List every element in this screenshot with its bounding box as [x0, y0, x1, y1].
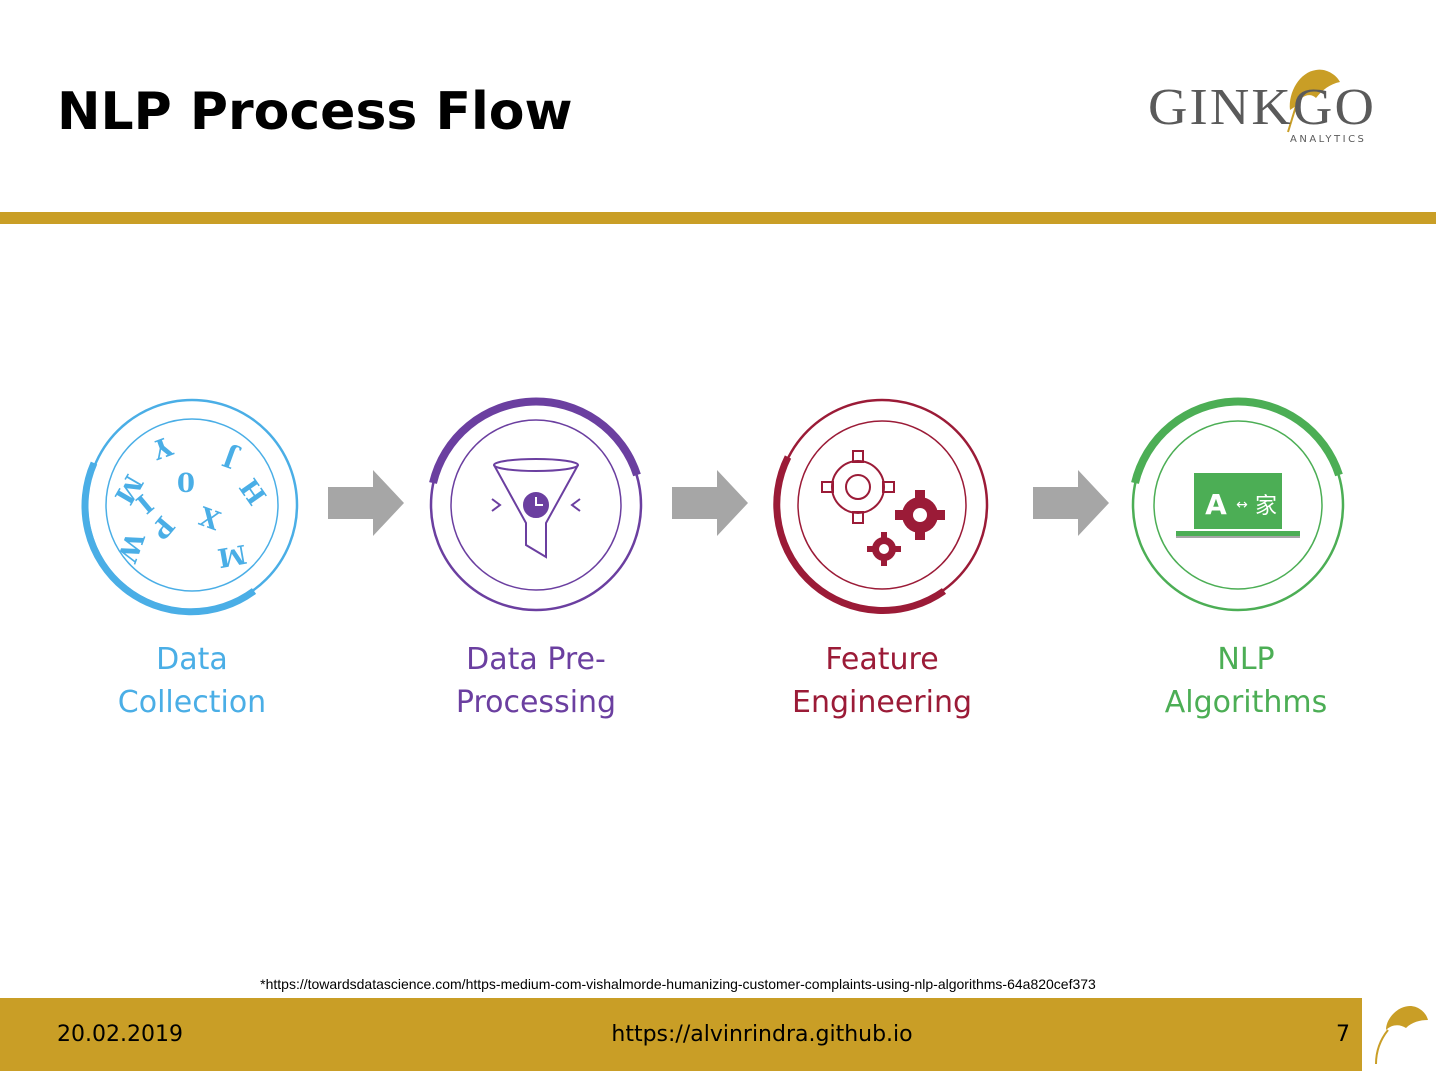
logo-wordmark: GINKGO	[1148, 79, 1376, 136]
slide-title: NLP Process Flow	[57, 82, 573, 142]
svg-text:M: M	[215, 538, 249, 573]
svg-text:X: X	[195, 499, 225, 534]
flow-arrow-2	[672, 470, 748, 536]
flow-arrow-1	[328, 470, 404, 536]
flow-arrow-3	[1033, 470, 1109, 536]
svg-text:家: 家	[1255, 494, 1277, 519]
step-label-data-collection: Data Collection	[117, 642, 267, 720]
page-number: 7	[1336, 1022, 1350, 1047]
process-flow-graphics: Y J H M 0 X P I W M	[81, 397, 1345, 616]
svg-text:↔: ↔	[1236, 497, 1248, 513]
gears-icon	[821, 450, 945, 566]
svg-text:H: H	[235, 472, 274, 509]
svg-text:0: 0	[177, 466, 195, 496]
translation-laptop-icon: A ↔ 家	[1176, 473, 1300, 538]
step-nlp-algorithms-icon: A ↔ 家	[1131, 397, 1345, 612]
funnel-icon	[491, 458, 581, 559]
step-data-collection-icon: Y J H M 0 X P I W M	[81, 398, 299, 616]
footer-url: https://alvinrindra.github.io	[611, 1022, 913, 1047]
step-feature-engineering-icon	[773, 398, 989, 614]
process-flow-diagram: Y J H M 0 X P I W M	[0, 380, 1436, 740]
svg-text:J: J	[219, 441, 243, 474]
source-footnote: *https://towardsdatascience.com/https-me…	[260, 976, 1096, 992]
header-divider	[0, 212, 1436, 224]
svg-text:A: A	[1205, 488, 1227, 521]
svg-text:W: W	[111, 527, 150, 566]
step-label-data-preprocessing: Data Pre- Processing	[455, 642, 617, 720]
step-data-preprocessing-icon	[429, 397, 643, 612]
ginkgo-analytics-logo: GINKGO ANALYTICS	[1148, 69, 1376, 145]
step-label-nlp-algorithms: NLP Algorithms	[1164, 642, 1328, 720]
svg-text:Y: Y	[148, 429, 177, 464]
step-label-feature-engineering: Feature Engineering	[792, 642, 972, 720]
footer-bar	[0, 998, 1362, 1071]
footer-date: 20.02.2019	[57, 1022, 183, 1047]
ginkgo-leaf-icon	[1375, 1006, 1428, 1065]
letters-jumble-icon: Y J H M 0 X P I W M	[108, 429, 274, 572]
ginkgo-leaf-icon	[1287, 69, 1340, 133]
logo-tagline: ANALYTICS	[1290, 134, 1366, 145]
